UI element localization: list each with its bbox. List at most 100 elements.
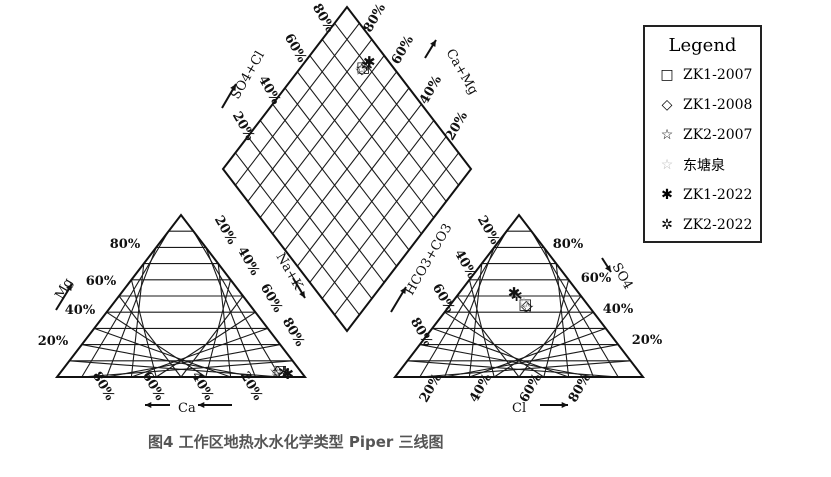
axis-label-so4cl: SO4+Cl [228,49,267,102]
legend-item: ☆ 东塘泉 [645,150,760,180]
axis-label-so4: SO4 [609,261,636,293]
tick-so4: 80% [553,237,584,252]
tick-camg: 40% [417,73,446,107]
axis-arrows [55,39,612,409]
tick-so4cl: 20% [229,109,258,143]
sample-point: ✲ [278,363,291,381]
anion-triangle-gridline [543,247,594,378]
anion-triangle-gridline [555,263,570,378]
arrow-mg-head [66,284,72,291]
grid-lines [69,22,631,378]
legend: Legend □ZK1-2007◇ZK1-2008☆ZK2-2007☆东塘泉✱Z… [643,25,762,243]
diamond-gridline [247,39,373,202]
cation-triangle-gridline [205,247,256,378]
sample-point: ✱ [508,284,521,302]
cation-triangle-gridline [106,311,207,378]
anion-triangle-outline [392,213,646,378]
sample-point: ☆ [517,293,530,311]
arrow-so4-head [605,265,611,272]
cation-triangle-outline [54,213,308,378]
sample-point: ☆ [270,363,283,381]
legend-label: ZK1-2022 [683,187,753,203]
star-outline-icon: ☆ [660,127,674,143]
cation-triangle-gridline [192,230,281,378]
sample-point: ✱ [281,365,294,383]
diamond-gridline [334,22,460,186]
sample-point: ✲ [510,287,523,305]
legend-label: ZK2-2007 [683,127,753,143]
sample-point: ◇ [356,60,368,78]
sample-point: ✲ [361,56,374,74]
tick-ca: 40% [188,369,217,403]
square-icon: □ [660,67,674,83]
sample-point: ✱ [363,53,376,71]
anion-triangle-gridline [456,295,520,378]
tick-ca: 60% [139,369,168,403]
tick-nak: 20% [211,213,240,247]
legend-item: ✲ ZK2-2022 [645,210,760,240]
legend-title: Legend [668,35,737,56]
diamond-outline [221,5,473,333]
cation-triangle-gridline [94,327,231,378]
star-burst-icon: ✲ [661,217,673,233]
tick-mg: 80% [110,237,141,252]
arrow-nak-head [299,291,305,298]
diamond-gridline [284,87,410,251]
tick-hco3: 40% [451,247,480,281]
axis-label-cl: Cl [512,401,526,416]
sample-point: ◇ [272,362,284,380]
asterisk-icon: ✱ [661,187,673,203]
tick-camg: 60% [389,33,418,67]
diamond-gridline [309,55,435,218]
sample-point: ☆ [269,362,282,380]
anion-triangle-gridline [543,279,570,378]
star-light-icon: ☆ [660,157,674,173]
tick-so4cl: 80% [309,1,338,35]
outlines [54,5,646,378]
tick-camg: 20% [443,109,472,143]
diamond-gridline [272,71,398,235]
anion-triangle-gridline [407,360,619,378]
tick-so4: 60% [581,271,612,286]
tick-so4cl: 40% [255,73,284,107]
legend-item: □ ZK1-2007 [645,60,760,90]
tick-camg: 80% [361,1,390,35]
legend-label: ZK2-2022 [683,217,753,233]
sample-points: □□□◇◇◇☆☆☆☆☆☆✱✱✱✲✲✲ [269,53,535,383]
tick-cl: 60% [517,371,546,405]
axis-label-hco3: HCO3+CO3 [402,221,455,298]
arrow-hco3-head [400,287,406,294]
axis-label-ca: Ca [178,401,196,416]
sample-point: ☆ [354,61,367,79]
tick-mg: 40% [65,303,96,318]
cation-triangle-gridline [81,344,256,378]
diamond-gridline [234,22,360,186]
anion-triangle-gridline [444,311,545,378]
sample-point: ☆ [521,298,534,316]
anion-triangle-gridline [419,344,594,378]
tick-so4: 40% [603,302,634,317]
arrow-cl-head [561,401,568,409]
sample-point: □ [273,362,287,380]
legend-item: ☆ ZK2-2007 [645,120,760,150]
piper-diagram: Ca Mg Na+K Cl HCO3+CO3 SO4 SO4+Cl Ca+Mg … [38,1,663,416]
cation-triangle-gridline [217,263,232,378]
arrow-ca-head [145,401,152,409]
arrow-camg-head [430,40,436,47]
diamond-icon: ◇ [661,97,673,113]
sample-point: ◇ [521,297,533,315]
sample-point: ☆ [355,60,368,78]
arrow-ca-tail-head [198,401,205,409]
legend-item: ✱ ZK1-2022 [645,180,760,210]
tick-hco3: 60% [429,281,458,315]
tick-mg: 20% [38,334,69,349]
tick-nak: 40% [234,244,263,278]
legend-label: ZK1-2007 [683,67,753,83]
anion-triangle-gridline [432,327,569,378]
tick-nak: 60% [257,281,286,315]
diamond-gridline [321,39,447,202]
tick-cl: 20% [417,371,446,405]
legend-label: 东塘泉 [683,158,725,174]
figure-caption: 图4 工作区地热水水化学类型 Piper 三线图 [148,433,444,451]
diamond-gridline [296,71,422,235]
